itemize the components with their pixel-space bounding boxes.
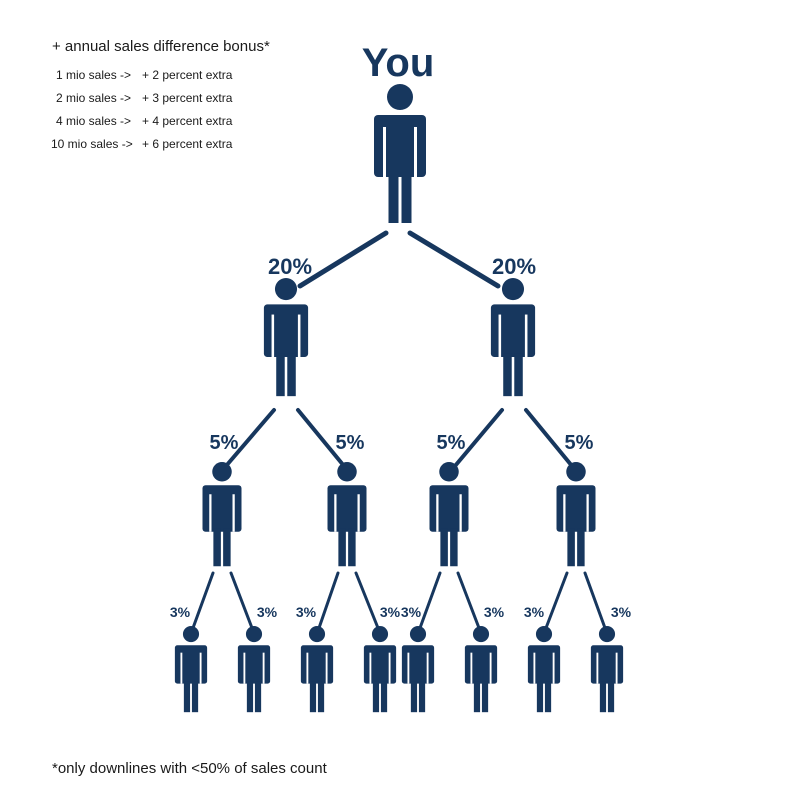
bonus-row-extra: + 2 percent extra [142, 68, 233, 82]
level3-label: 3% [524, 604, 545, 620]
person-level3-icon [363, 626, 397, 713]
level3-label: 3% [401, 604, 422, 620]
level3-label: 3% [296, 604, 317, 620]
person-level2-icon [202, 462, 242, 567]
level2-label: 5% [565, 432, 594, 454]
person-level2-icon [429, 462, 469, 567]
level3-label: 3% [611, 604, 632, 620]
level3-label: 3% [170, 604, 191, 620]
level3-label: 3% [484, 604, 505, 620]
person-level2-icon [327, 462, 367, 567]
person-level3-icon [464, 626, 498, 713]
bonus-row-sales: 10 mio sales -> [51, 137, 133, 151]
connector-line [418, 571, 442, 630]
bonus-row-sales: 1 mio sales -> [56, 68, 132, 82]
connector-line [296, 408, 346, 468]
connector-line [453, 408, 504, 468]
bonus-row-sales: 4 mio sales -> [56, 114, 132, 128]
connector-line [224, 408, 276, 468]
person-level3-icon [401, 626, 435, 713]
connector-line [407, 230, 501, 289]
level1-label: 20% [268, 254, 312, 279]
bonus-row-sales: 2 mio sales -> [56, 91, 132, 105]
person-level3-icon [590, 626, 624, 713]
person-level1-icon [490, 278, 536, 397]
level2-label: 5% [437, 432, 466, 454]
bonus-title: + annual sales difference bonus* [52, 38, 270, 55]
connector-line [524, 408, 574, 468]
person-level1-icon [263, 278, 309, 397]
root-label: You [362, 41, 435, 85]
person-figures [174, 84, 624, 713]
person-level3-icon [174, 626, 208, 713]
connector-line [317, 571, 340, 630]
connector-line [456, 571, 481, 630]
connector-line [229, 571, 254, 630]
footnote: *only downlines with <50% of sales count [52, 760, 327, 777]
connector-line [583, 571, 607, 630]
level2-label: 5% [336, 432, 365, 454]
level2-label: 5% [210, 432, 239, 454]
bonus-row-extra: + 4 percent extra [142, 114, 233, 128]
bonus-row-extra: + 3 percent extra [142, 91, 233, 105]
connector-line [297, 230, 389, 289]
connector-line [354, 571, 380, 630]
level3-label: 3% [257, 604, 278, 620]
connector-line [544, 571, 569, 630]
bonus-row-extra: + 6 percent extra [142, 137, 233, 151]
person-level3-icon [300, 626, 334, 713]
person-you-icon [374, 84, 426, 223]
connector-lines [191, 230, 607, 630]
person-level3-icon [237, 626, 271, 713]
level3-label: 3% [380, 604, 401, 620]
person-level3-icon [527, 626, 561, 713]
connector-line [191, 571, 215, 630]
person-level2-icon [556, 462, 596, 567]
level1-label: 20% [492, 254, 536, 279]
